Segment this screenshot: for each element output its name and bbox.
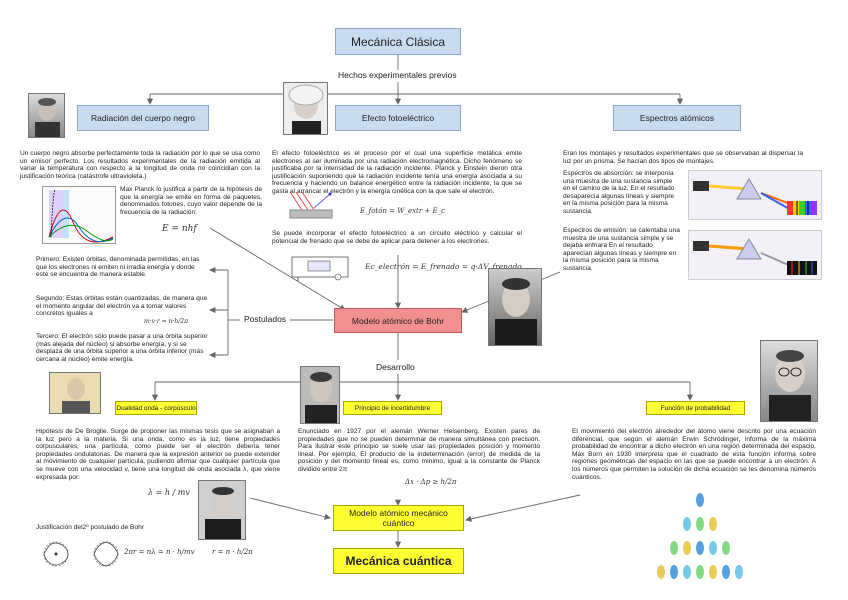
orbital-lobe bbox=[683, 565, 691, 579]
emission-diagram bbox=[688, 230, 822, 280]
bohr-justification-formula: 2πr = nλ = n · h/mv bbox=[124, 548, 195, 556]
spectra-box[interactable]: Espectros atómicos bbox=[613, 105, 741, 131]
quantum-mechanics-title: Mecánica cuántica bbox=[345, 554, 451, 568]
black-body-graph bbox=[42, 186, 116, 244]
orbital-lobe bbox=[683, 541, 691, 555]
postulate-third: Tercero: El electrón sólo puede pasar a … bbox=[36, 333, 208, 363]
wave-particle-title: Dualidad onda - corpúsculo bbox=[116, 405, 195, 412]
orbital-lobe bbox=[722, 565, 730, 579]
postulate-first: Primero: Existen órbitas, denominada per… bbox=[36, 256, 208, 279]
black-body-text: Un cuerpo negro absorbe perfectamente to… bbox=[20, 150, 260, 180]
probability-box[interactable]: Función de probabilidad bbox=[646, 401, 745, 415]
quantum-mechanics-box[interactable]: Mecánica cuántica bbox=[333, 548, 464, 574]
debroglie-portrait bbox=[49, 372, 101, 414]
orbital-lobe bbox=[657, 565, 665, 579]
orbital-lobe bbox=[735, 565, 743, 579]
spectra-title: Espectros atómicos bbox=[640, 113, 714, 123]
spectra-text: Eran los montajes y resultados experimen… bbox=[563, 150, 803, 165]
debroglie-photo-2 bbox=[198, 480, 246, 540]
bohr-justification-label: Justificación del2º postulado de Bohr bbox=[36, 524, 196, 532]
orbital-lobe bbox=[696, 493, 704, 507]
bohr-model-title: Modelo atómico de Bohr bbox=[352, 316, 444, 326]
bohr-portrait bbox=[488, 268, 542, 346]
photoelectric-diagram bbox=[286, 190, 336, 222]
orbital-lobe bbox=[722, 541, 730, 555]
orbital-lobe bbox=[683, 517, 691, 531]
classical-mechanics-title: Mecánica Clásica bbox=[351, 35, 445, 49]
photo-energy-formula: E_fotón = W_extr + E_c bbox=[360, 207, 445, 215]
planck-portrait bbox=[28, 93, 65, 138]
black-body-title: Radiación del cuerpo negro bbox=[91, 113, 195, 123]
probability-text: El movimiento del electrón alrededor del… bbox=[572, 428, 816, 481]
uncertainty-box[interactable]: Principio de incertidumbre bbox=[343, 401, 442, 415]
heisenberg-text: Enunciado en 1927 por el alemán Werner H… bbox=[298, 428, 540, 474]
probability-title: Función de probabilidad bbox=[661, 405, 730, 412]
orbitals-diagram bbox=[640, 490, 760, 590]
standing-wave-diagram-1 bbox=[36, 536, 76, 572]
heisenberg-portrait bbox=[300, 366, 340, 424]
debroglie-formula: λ = h / mv bbox=[148, 488, 190, 497]
black-body-box[interactable]: Radiación del cuerpo negro bbox=[77, 105, 209, 131]
planck-formula: E = nhf bbox=[162, 224, 197, 234]
postulados-label: Postulados bbox=[242, 314, 288, 324]
einstein-portrait bbox=[283, 82, 328, 135]
orbital-lobe bbox=[709, 565, 717, 579]
wave-particle-box[interactable]: Dualidad onda - corpúsculo bbox=[115, 401, 197, 415]
debroglie-text: Hipótesis de De Broglie. Surge de propon… bbox=[36, 428, 280, 481]
planck-text: Max Planck lo justifica a partir de la h… bbox=[120, 186, 262, 216]
orbital-lobe bbox=[696, 541, 704, 555]
photoelectric-box[interactable]: Efecto fotoeléctrico bbox=[335, 105, 461, 131]
circuit-diagram bbox=[290, 255, 350, 281]
heisenberg-formula: Δx · Δp ≥ h/2π bbox=[405, 478, 456, 486]
uncertainty-title: Principio de incertidumbre bbox=[355, 405, 430, 412]
bohr-model-box[interactable]: Modelo atómico de Bohr bbox=[334, 308, 462, 333]
quantum-model-box[interactable]: Modelo atómico mecánico cuántico bbox=[333, 505, 464, 531]
radius-formula: r = n · h/2π bbox=[212, 548, 253, 556]
photoelectric-text: El efecto fotoeléctrico es el proceso po… bbox=[272, 150, 522, 196]
absorption-text: Espectros de absorción: se interponía un… bbox=[563, 170, 681, 216]
quantum-model-title: Modelo atómico mecánico cuántico bbox=[348, 508, 449, 528]
orbital-lobe bbox=[696, 565, 704, 579]
photoelectric-circuit-text: Se puede incorporar el efecto fotoeléctr… bbox=[272, 230, 522, 245]
standing-wave-diagram-2 bbox=[86, 536, 126, 572]
absorption-diagram bbox=[688, 170, 822, 220]
emission-text: Espectros de emisión: se calentaba una m… bbox=[563, 227, 681, 273]
bohr-momentum-formula: m·v·r = n·h/2π bbox=[144, 318, 188, 325]
experimental-facts-label: Hechos experimentales previos bbox=[336, 70, 459, 80]
photoelectric-title: Efecto fotoeléctrico bbox=[362, 113, 434, 123]
orbital-lobe bbox=[709, 541, 717, 555]
postulate-second: Segundo: Estas órbitas están cuantizadas… bbox=[36, 295, 208, 318]
orbital-lobe bbox=[670, 565, 678, 579]
classical-mechanics-box[interactable]: Mecánica Clásica bbox=[335, 28, 461, 55]
orbital-lobe bbox=[696, 517, 704, 531]
schrodinger-portrait bbox=[760, 340, 818, 422]
orbital-lobe bbox=[670, 541, 678, 555]
desarrollo-label: Desarrollo bbox=[374, 362, 417, 372]
orbital-lobe bbox=[709, 517, 717, 531]
